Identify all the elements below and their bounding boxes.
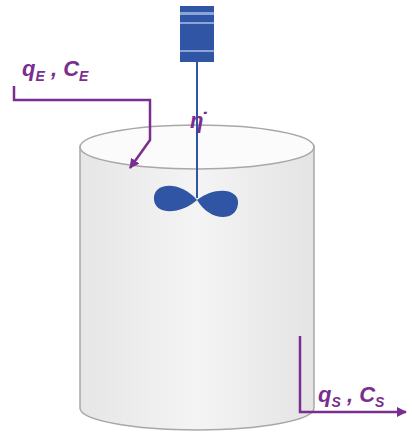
inlet-arrow bbox=[14, 86, 150, 168]
outlet-arrow bbox=[300, 336, 406, 412]
impeller bbox=[154, 186, 238, 217]
inlet-label: qE , CE bbox=[22, 58, 88, 80]
outlet-label: qS , CS bbox=[318, 384, 384, 406]
motor bbox=[180, 6, 214, 62]
agitation-label: η̇ bbox=[190, 110, 203, 132]
